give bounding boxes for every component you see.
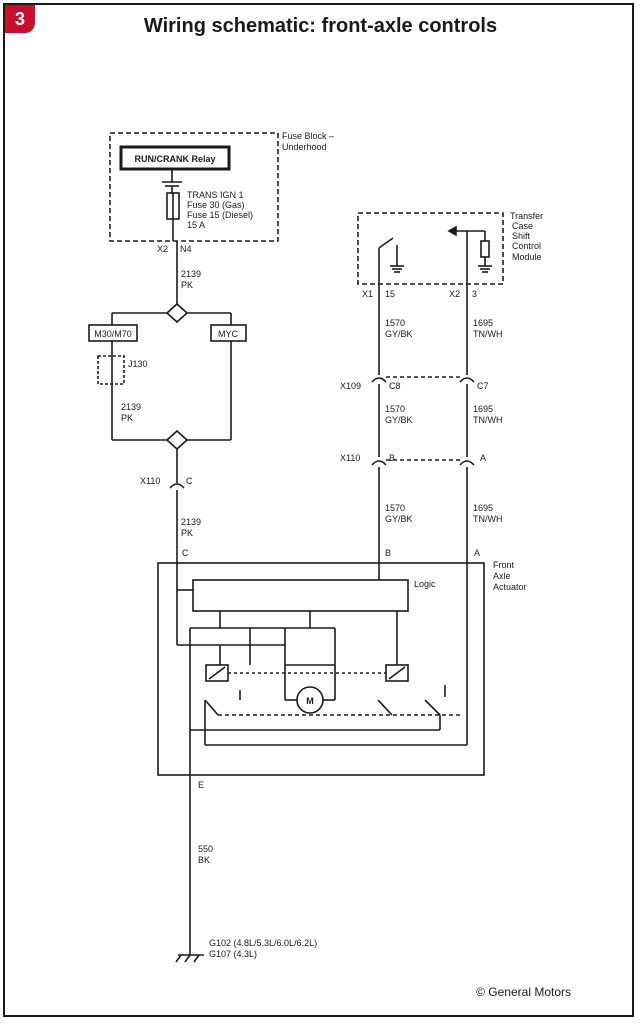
wire-2139-num-b: 2139 <box>121 402 141 412</box>
fuse-conn-x: X2 <box>157 244 168 254</box>
copyright-text: © General Motors <box>476 985 571 999</box>
fuse-block-box <box>109 132 279 242</box>
conn-x109-c8: C8 <box>389 381 401 391</box>
wire-1695-color-2: TN/WH <box>473 415 503 425</box>
figure-number-badge: 3 <box>5 5 35 33</box>
upper-splice-diamond <box>165 302 189 324</box>
actuator-label-2: Axle <box>493 571 511 581</box>
actuator-pin-b: B <box>385 548 391 558</box>
connector-x109-c7 <box>459 377 475 383</box>
wire-1570-num-1: 1570 <box>385 318 405 328</box>
tcscm-x1: X1 <box>362 289 373 299</box>
relay-label: RUN/CRANK Relay <box>134 154 215 164</box>
wire-1570-color-2: GY/BK <box>385 415 413 425</box>
actuator-label-1: Front <box>493 560 515 570</box>
logic-label: Logic <box>414 579 436 589</box>
fuse-block-label-2: Underhood <box>282 142 327 152</box>
front-axle-actuator-box <box>157 562 485 776</box>
connector-x109-c8 <box>371 377 387 383</box>
fuse-label-3: Fuse 15 (Diesel) <box>187 210 253 220</box>
tcscm-x2-pin: 3 <box>472 289 477 299</box>
wire-2139-color-a: PK <box>181 280 193 290</box>
tcscm-label-2: Case <box>512 221 533 231</box>
wire-1695-color-1: TN/WH <box>473 329 503 339</box>
actuator-pin-a: A <box>474 548 480 558</box>
tcscm-label-4: Control <box>512 241 541 251</box>
actuator-label-3: Actuator <box>493 582 527 592</box>
conn-x110-pin-b: B <box>389 453 395 463</box>
conn-x110-left: X110 <box>140 476 160 486</box>
fuse-label-4: 15 A <box>187 220 205 230</box>
fuse-label-2: Fuse 30 (Gas) <box>187 200 245 210</box>
tcscm-label-1: Transfer <box>510 211 543 221</box>
fuse-conn-pin: N4 <box>180 244 192 254</box>
conn-x109-c7: C7 <box>477 381 489 391</box>
splice-j130-label: J130 <box>128 359 148 369</box>
wire-1570-color-3: GY/BK <box>385 514 413 524</box>
j130-splice-box <box>97 355 125 385</box>
wire-2139-num-c: 2139 <box>181 517 201 527</box>
wire-1570-num-2: 1570 <box>385 404 405 414</box>
option-myc-label: MYC <box>218 329 239 339</box>
wire-550-color: BK <box>198 855 210 865</box>
option-m30-m70-label: M30/M70 <box>94 329 132 339</box>
actuator-pin-c: C <box>182 548 189 558</box>
tcscm-label-5: Module <box>512 252 542 262</box>
fuse-label-1: TRANS IGN 1 <box>187 190 244 200</box>
diagram-title: Wiring schematic: front-axle controls <box>143 15 498 37</box>
actuator-pin-e: E <box>198 780 204 790</box>
conn-x110-pin-c: C <box>186 476 193 486</box>
wire-550-num: 550 <box>198 844 213 854</box>
connector-x110-c <box>169 483 185 489</box>
tcscm-x1-pin: 15 <box>385 289 395 299</box>
tcscm-label-3: Shift <box>512 231 531 241</box>
wire-2139-num-a: 2139 <box>181 269 201 279</box>
page-frame <box>3 3 634 1017</box>
wire-1570-color-1: GY/BK <box>385 329 413 339</box>
conn-x110-right: X110 <box>340 453 360 463</box>
option-myc-box <box>210 324 247 342</box>
tcscm-x2: X2 <box>449 289 460 299</box>
ground-g107-label: G107 (4.3L) <box>209 949 257 959</box>
conn-x109: X109 <box>340 381 361 391</box>
lower-splice-diamond <box>165 429 189 451</box>
ground-g102-label: G102 (4.8L/5.3L/6.0L/6.2L) <box>209 938 317 948</box>
wire-1695-num-3: 1695 <box>473 503 493 513</box>
motor-label: M <box>306 696 314 706</box>
option-m30-m70-box <box>88 324 138 342</box>
connector-x110-b <box>371 460 387 466</box>
wire-1570-num-3: 1570 <box>385 503 405 513</box>
fuse-block-label-1: Fuse Block – <box>282 131 334 141</box>
conn-x110-pin-a: A <box>480 453 486 463</box>
wire-1695-num-1: 1695 <box>473 318 493 328</box>
wire-1695-num-2: 1695 <box>473 404 493 414</box>
wire-1695-color-3: TN/WH <box>473 514 503 524</box>
wire-2139-color-b: PK <box>121 413 133 423</box>
transfer-module-box <box>357 212 504 285</box>
connector-x110-a <box>459 460 475 466</box>
wire-2139-color-c: PK <box>181 528 193 538</box>
run-crank-relay-box <box>119 145 231 171</box>
logic-box <box>192 579 409 612</box>
